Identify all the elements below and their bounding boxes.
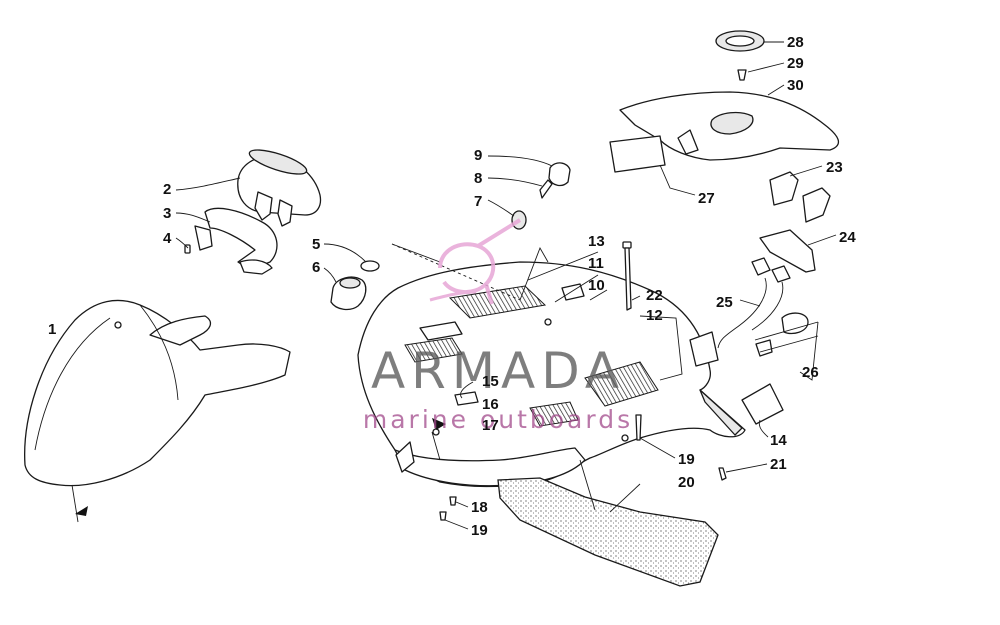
watermark-brand: ARMADA — [371, 342, 625, 400]
top-cover-part — [609, 30, 840, 196]
switch-part — [323, 243, 380, 311]
callout-26: 26 — [802, 364, 819, 381]
wiring-harness-part — [689, 257, 819, 381]
callout-4: 4 — [163, 230, 172, 247]
callout-17: 17 — [482, 417, 499, 434]
callout-9: 9 — [474, 147, 482, 164]
callout-6: 6 — [312, 259, 320, 276]
callout-7: 7 — [474, 193, 482, 210]
callout-10: 10 — [588, 277, 605, 294]
callout-19-right: 19 — [678, 451, 695, 468]
callout-labels: 1 2 3 4 5 6 7 8 9 10 11 12 13 14 15 16 1… — [48, 34, 856, 539]
direction-arrow-icon — [75, 506, 88, 516]
callout-28: 28 — [787, 34, 804, 51]
screws-part — [431, 414, 768, 530]
callout-14: 14 — [770, 432, 787, 449]
console-body-part — [357, 243, 746, 488]
callout-2: 2 — [163, 181, 171, 198]
armada-logo — [429, 218, 522, 305]
callout-22: 22 — [646, 287, 663, 304]
decal-part — [741, 383, 784, 438]
callout-11: 11 — [588, 255, 604, 272]
callout-5: 5 — [312, 236, 320, 253]
direction-arrow-icon — [432, 418, 446, 430]
gauge-assembly-part — [175, 149, 322, 275]
callout-20: 20 — [678, 474, 695, 491]
callout-1: 1 — [48, 321, 56, 338]
callout-25: 25 — [716, 294, 733, 311]
knob-part — [487, 155, 571, 230]
callout-24: 24 — [839, 229, 856, 246]
rocker-switch-part — [759, 165, 837, 273]
callout-21: 21 — [770, 456, 787, 473]
callout-3: 3 — [163, 205, 171, 222]
long-bolt-part — [622, 241, 641, 311]
callout-23: 23 — [826, 159, 843, 176]
callout-8: 8 — [474, 170, 482, 187]
foam-pad-part — [497, 459, 719, 587]
callout-29: 29 — [787, 55, 804, 72]
callout-19-left: 19 — [471, 522, 488, 539]
watermark-tagline: marine outboards — [363, 405, 633, 434]
callout-15: 15 — [482, 373, 499, 390]
callout-30: 30 — [787, 77, 804, 94]
callout-18: 18 — [471, 499, 488, 516]
callout-16: 16 — [482, 396, 499, 413]
callout-27: 27 — [698, 190, 715, 207]
callout-13: 13 — [588, 233, 605, 250]
callout-12: 12 — [646, 307, 663, 324]
front-cowl-part — [24, 299, 291, 523]
